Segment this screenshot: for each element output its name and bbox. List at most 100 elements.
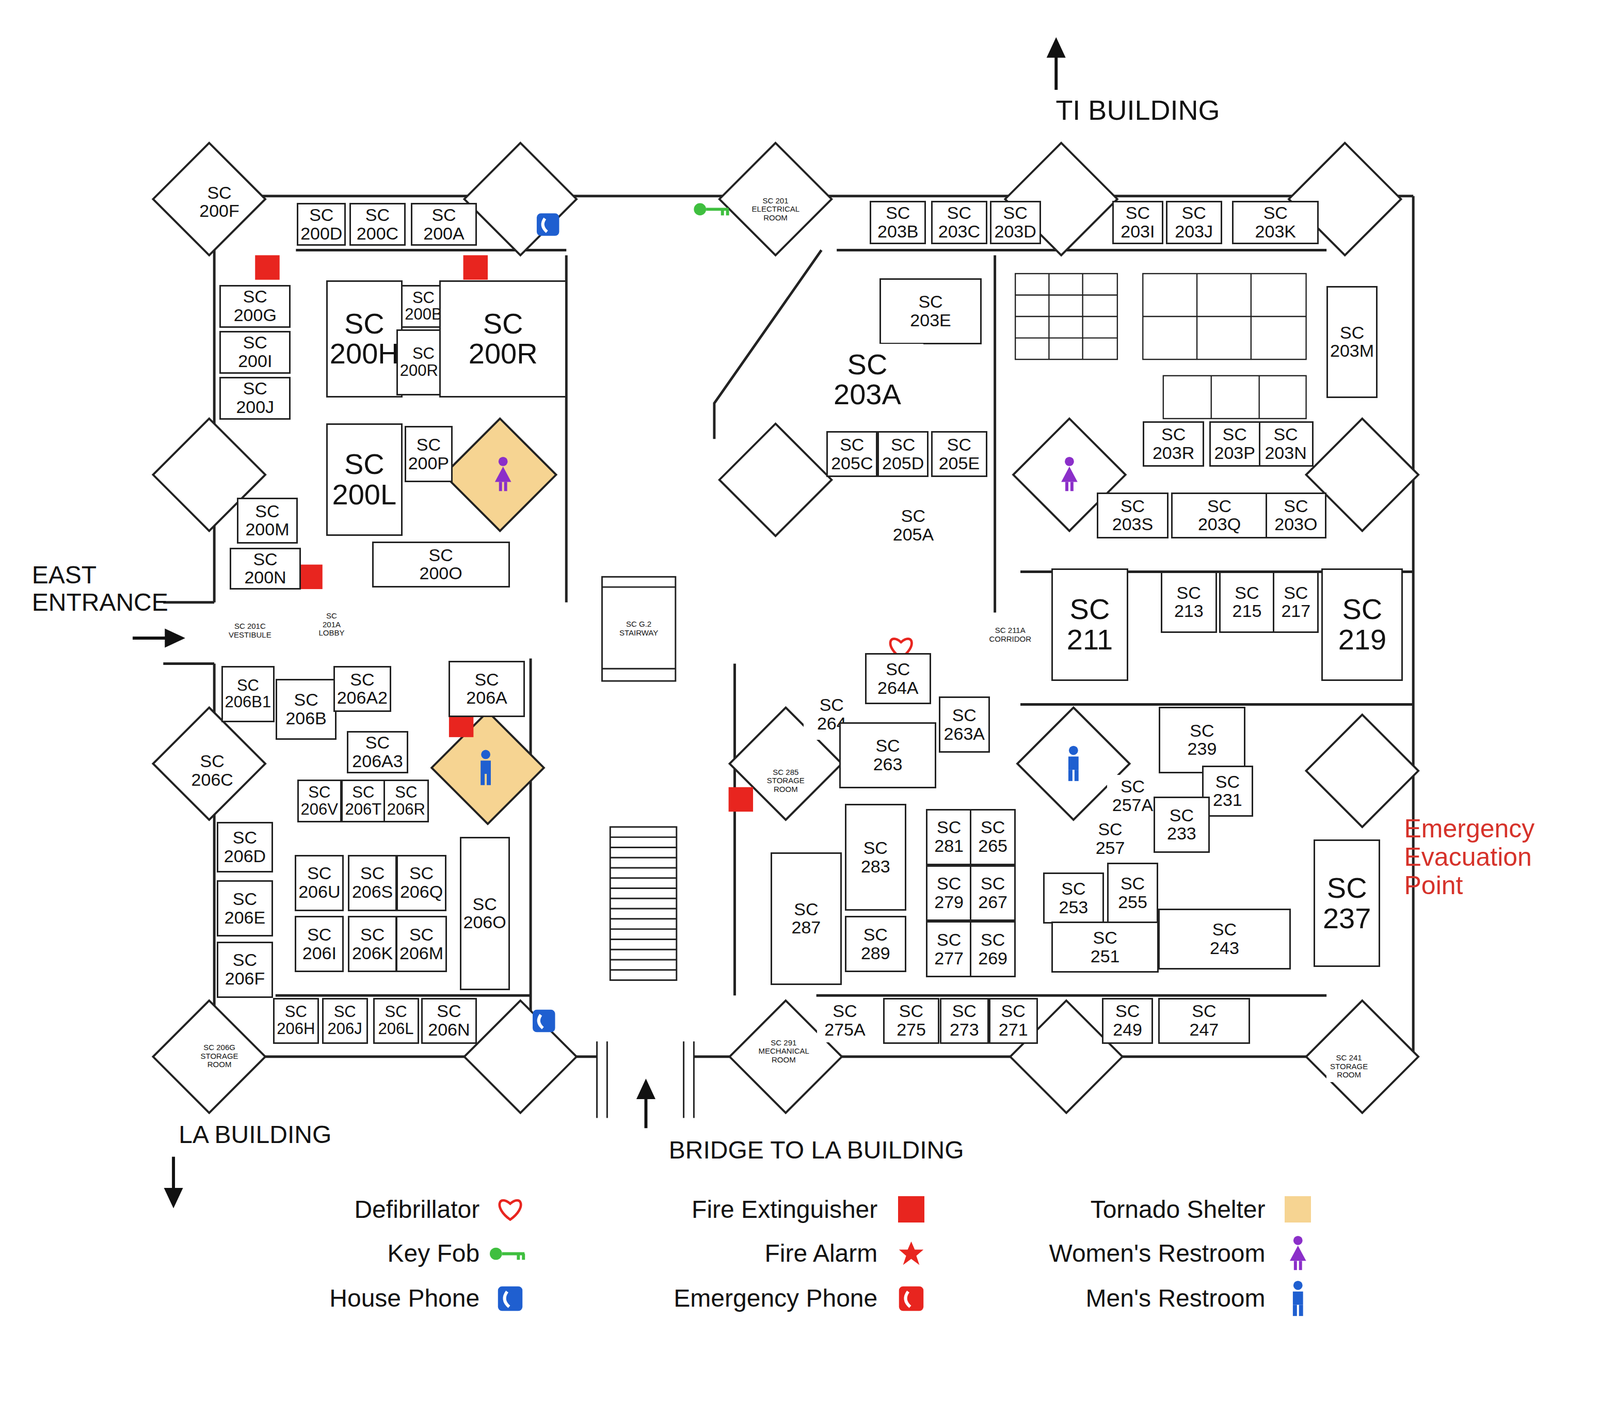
room-box: SC 200P: [404, 425, 453, 483]
room-box: SC 206R: [383, 779, 429, 823]
room-label-group: SC 200I: [237, 333, 272, 371]
fire-extinguisher: [254, 254, 280, 280]
fire-extinguisher: [728, 787, 754, 812]
room-label: SC 271: [998, 1001, 1029, 1039]
room-label: SC 206G STORAGE ROOM: [200, 1043, 239, 1069]
room-label: SC 243: [1209, 920, 1240, 957]
room-box: SC 206O: [459, 836, 510, 990]
room-label: SC 231: [1212, 772, 1243, 810]
room-label: SC 200J: [235, 379, 275, 416]
room-box: SC 201A LOBBY: [315, 609, 349, 640]
room-label: SC G.2 STAIRWAY: [619, 619, 659, 637]
legend-swatch: [1284, 1195, 1311, 1223]
room-label: SC 269: [978, 930, 1008, 968]
arrow-line: [132, 636, 170, 640]
room-label: SC 200F: [199, 183, 240, 221]
room-label: SC 291 MECHANICAL ROOM: [758, 1038, 809, 1065]
room-label-group: SC 257A: [1112, 777, 1154, 814]
room-label: SC 206O: [463, 894, 507, 932]
room-box: SC 206H: [273, 997, 319, 1044]
room-label: SC 206U: [298, 864, 341, 901]
room-label-group: SC 277: [934, 930, 964, 968]
room-box: SC 201C VESTIBULE: [225, 619, 276, 642]
room-label: SC 203M: [1330, 323, 1374, 361]
corner-tower: [1306, 1000, 1419, 1113]
inner-wall: [714, 250, 1414, 996]
room-label: SC 206R: [387, 784, 426, 818]
room-label: SC 211: [1066, 594, 1113, 655]
room-label-group: SC 200L: [332, 449, 397, 510]
corner-tower: [153, 707, 266, 820]
room-box: SC 206B1: [221, 665, 276, 723]
room-box: SC 269: [969, 920, 1016, 978]
stairs: [601, 576, 677, 980]
arrow-head: [166, 630, 182, 646]
map-label: LA BUILDING: [178, 1121, 332, 1149]
room-box: SC 275A: [817, 999, 874, 1043]
corner-tower: [719, 142, 832, 256]
room-label: SC 200O: [419, 546, 462, 583]
corner-tower: [464, 142, 577, 256]
entrance-wall: [163, 602, 215, 664]
womens-restroom-icon: [1289, 1235, 1307, 1270]
room-box: SC 213: [1160, 571, 1218, 633]
room-label: SC 249: [1112, 1001, 1143, 1039]
room-label-group: SC 206O: [463, 894, 507, 932]
workstation-grid: [1015, 273, 1118, 360]
room-box: SC 273: [939, 997, 989, 1044]
room-label: SC 251: [1090, 928, 1120, 966]
room-box: SC 206A3: [346, 730, 409, 773]
arrow-line: [644, 1094, 648, 1128]
room-label: SC 219: [1338, 594, 1387, 655]
room-label: SC 237: [1322, 872, 1371, 934]
room-box: SC 206K: [347, 915, 397, 972]
workstation-grid: [1015, 273, 1118, 360]
map-label: TI BUILDING: [1055, 94, 1220, 126]
room-label-group: SC 206B: [285, 690, 327, 728]
room-label-group: SC 201 ELECTRICAL ROOM: [752, 196, 800, 223]
room-box: SC 203J: [1165, 200, 1223, 244]
room-label: SC 211A CORRIDOR: [988, 626, 1032, 644]
legend-text: Women's Restroom: [1048, 1240, 1266, 1267]
room-label: SC 253: [1058, 879, 1088, 917]
map-label: EAST ENTRANCE: [32, 561, 169, 617]
room-label-group: SC 200P: [408, 435, 450, 473]
room-box: SC 206G STORAGE ROOM: [197, 1040, 243, 1072]
room-label-group: SC 255: [1117, 874, 1148, 911]
room-label: SC 273: [949, 1001, 980, 1039]
room-label: SC 201A LOBBY: [318, 611, 345, 638]
room-label-group: SC 200O: [419, 546, 462, 583]
room-label-group: SC 213: [1174, 583, 1204, 621]
room-label: SC 200P: [408, 435, 450, 473]
room-box: SC 283: [844, 803, 907, 911]
room-label-group: SC 233: [1166, 806, 1197, 843]
room-box: SC 203Q: [1171, 492, 1269, 539]
stair-block: [610, 826, 677, 981]
room-label: SC 206B1: [225, 677, 272, 711]
room-label: SC 206B: [285, 690, 327, 728]
room-label-group: SC 241 STORAGE ROOM: [1330, 1053, 1368, 1080]
room-label-group: SC 200H: [329, 308, 399, 370]
fire-extinguishers: [254, 254, 754, 812]
room-label: SC 200C: [356, 205, 399, 243]
room-label-group: SC 203J: [1174, 203, 1213, 241]
room-label-group: SC 200C: [356, 205, 399, 243]
room-label-group: SC 206R: [387, 784, 426, 818]
room-label-group: SC 200R: [468, 308, 538, 370]
room-label-group: SC 275: [896, 1001, 926, 1039]
building-walls: [163, 196, 1414, 1057]
room-box: SC 203M: [1326, 285, 1378, 398]
room-label: SC 200D: [300, 205, 343, 243]
room-label: SC 241 STORAGE ROOM: [1330, 1053, 1368, 1080]
map-label: Emergency Evacuation Point: [1403, 814, 1535, 900]
room-box: SC 231: [1202, 765, 1254, 817]
room-box: SC 239: [1158, 706, 1246, 774]
womens-restroom-icon: [1061, 456, 1078, 491]
room-label-group: SC 200A: [423, 205, 464, 243]
room-label: SC 205A: [892, 506, 934, 544]
room-box: SC 200F: [194, 181, 246, 223]
fire-extinguisher: [463, 254, 488, 280]
room-label-group: SC 265: [978, 818, 1008, 855]
workstation-grid: [1163, 375, 1307, 419]
room-label-group: SC 285 STORAGE ROOM: [766, 768, 805, 794]
